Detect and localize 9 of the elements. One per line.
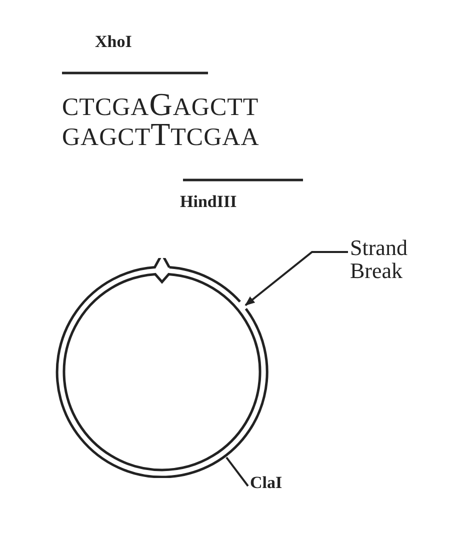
dna-sequence: CTCGAGAGCTT <box>62 88 259 120</box>
callout-text: Strand Break <box>350 236 450 286</box>
leader-line <box>226 456 249 487</box>
enzyme-label: HindIII <box>180 192 237 212</box>
callout-text: ClaI <box>250 474 294 498</box>
plasmid-drawing <box>54 258 270 478</box>
dna-sequence: GAGCTTTCGAA <box>62 118 260 150</box>
leader-line <box>244 251 348 306</box>
enzyme-label: XhoI <box>95 32 132 52</box>
